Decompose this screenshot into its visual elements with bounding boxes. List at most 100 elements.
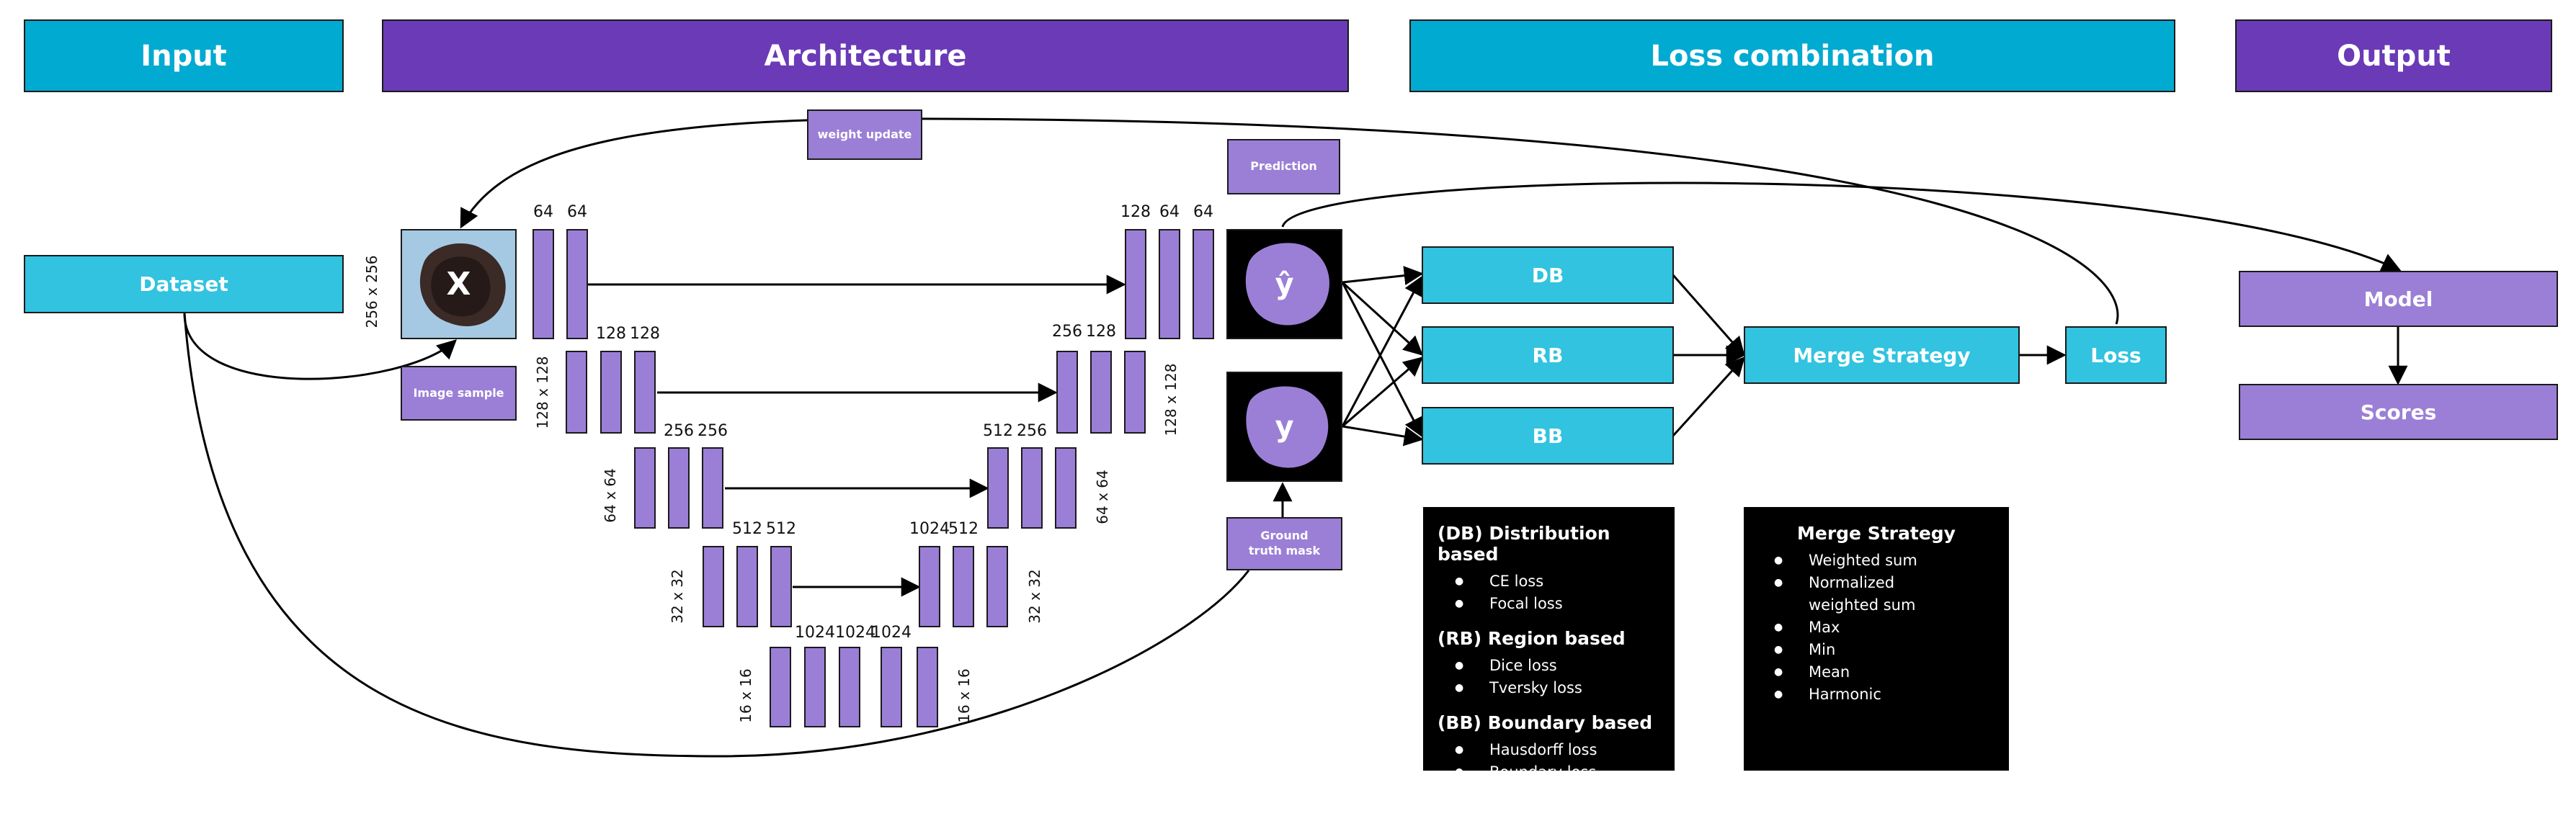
dec3-block-3 <box>1055 447 1077 529</box>
enc4-block-3 <box>770 546 792 627</box>
header-architecture-label: Architecture <box>764 39 967 73</box>
merge-legend-item: Min <box>1774 639 1995 661</box>
legend-rb-item: Dice loss <box>1455 655 1660 677</box>
dec1-ch-2: 64 <box>1159 203 1180 221</box>
dec3-size: 64 x 64 <box>1094 470 1111 524</box>
bottleneck-ch-3: 1024 <box>871 624 912 642</box>
merge-legend-item: Max <box>1774 617 1995 639</box>
dec2-ch-2: 128 <box>1086 323 1116 341</box>
y-to-rb <box>1342 357 1424 428</box>
dec4-ch-1: 1024 <box>909 520 950 538</box>
enc2-ch-1: 128 <box>596 325 626 343</box>
dec4-size: 32 x 32 <box>1026 569 1043 624</box>
image-sample-label: Image sample <box>413 385 504 400</box>
legend-rb-title: (RB) Region based <box>1438 628 1626 649</box>
dec2-block-2 <box>1090 351 1112 434</box>
dec3-block-1 <box>987 447 1009 529</box>
db-box: DB <box>1422 246 1674 304</box>
dec1-block-3 <box>1193 229 1214 339</box>
image-sample-thumbnail: X <box>401 229 517 339</box>
legend-bb-item: Boundary loss <box>1455 761 1660 784</box>
input-size-label: 256 x 256 <box>363 255 380 328</box>
dec3-block-2 <box>1021 447 1043 529</box>
yhat-to-bb <box>1341 282 1423 438</box>
enc3-block-2 <box>668 447 690 529</box>
bottleneck-block-5 <box>917 647 938 727</box>
enc2-block-3 <box>634 351 656 434</box>
enc4-block-2 <box>736 546 758 627</box>
dataset-to-mask-arrow <box>183 313 1250 758</box>
merge-legend-title: Merge Strategy <box>1797 523 1956 544</box>
model-box: Model <box>2239 271 2558 327</box>
image-sample-box: Image sample <box>401 366 517 421</box>
header-loss-label: Loss combination <box>1650 39 1935 73</box>
dec2-ch-1: 256 <box>1052 323 1082 341</box>
skin-lesion-image <box>402 230 515 338</box>
header-output: Output <box>2235 19 2552 92</box>
dec4-block-3 <box>986 546 1008 627</box>
enc4-ch-2: 512 <box>766 520 796 538</box>
weight-update-box: weight update <box>807 109 922 160</box>
bottleneck-ch-1: 1024 <box>795 624 835 642</box>
y-to-bb <box>1342 425 1424 447</box>
bb-label: BB <box>1532 423 1564 448</box>
legend-bb-title: (BB) Boundary based <box>1438 712 1653 733</box>
header-loss-combination: Loss combination <box>1409 19 2175 92</box>
bottleneck-block-2 <box>804 647 826 727</box>
enc1-block-1 <box>532 229 554 339</box>
dec4-block-1 <box>919 546 940 627</box>
enc4-size: 32 x 32 <box>669 569 686 624</box>
enc3-ch-1: 256 <box>664 422 694 440</box>
y-hat-symbol: ŷ <box>1275 267 1294 301</box>
legend-db-title: (DB) Distribution based <box>1438 523 1610 565</box>
ground-truth-shape <box>1246 386 1329 468</box>
enc4-block-1 <box>703 546 724 627</box>
enc3-size: 64 x 64 <box>602 468 619 523</box>
weight-update-arrow <box>460 117 2119 325</box>
bb-to-merge <box>1672 357 1745 437</box>
legend-db-item: CE loss <box>1455 570 1660 593</box>
db-to-merge <box>1672 274 1745 357</box>
dec1-block-1 <box>1125 229 1146 339</box>
dataset-to-image-arrow <box>183 313 457 380</box>
merge-strategy-legend: Merge Strategy Weighted sum Normalized w… <box>1744 507 2009 771</box>
dataset-label: Dataset <box>139 272 228 296</box>
enc1-block-2 <box>566 229 588 339</box>
merge-legend-item: Mean <box>1774 661 1995 683</box>
header-output-label: Output <box>2337 39 2451 73</box>
legend-rb-list: Dice loss Tversky loss <box>1438 655 1660 699</box>
dataset-box: Dataset <box>24 255 344 313</box>
bottleneck-block-3 <box>839 647 860 727</box>
merge-legend-item: Weighted sum <box>1774 550 1995 572</box>
model-label: Model <box>2363 287 2433 311</box>
enc2-ch-2: 128 <box>630 325 660 343</box>
legend-bb-item: Hausdorff loss <box>1455 739 1660 761</box>
dec4-block-2 <box>953 546 974 627</box>
enc1-ch-1: 64 <box>533 203 553 221</box>
ground-truth-mask-label: Ground truth mask <box>1248 529 1321 557</box>
merge-legend-list: Weighted sum Normalized weighted sum Max… <box>1758 550 1995 706</box>
rb-box: RB <box>1422 326 1674 384</box>
rb-label: RB <box>1532 343 1564 367</box>
dec1-ch-1: 128 <box>1120 203 1151 221</box>
dec3-ch-2: 256 <box>1017 422 1047 440</box>
scores-box: Scores <box>2239 384 2558 440</box>
loss-types-legend: (DB) Distribution based CE loss Focal lo… <box>1423 507 1675 784</box>
loss-box: Loss <box>2065 326 2167 384</box>
header-input-label: Input <box>141 39 227 73</box>
header-input: Input <box>24 19 344 92</box>
merge-legend-item: Harmonic <box>1774 683 1995 706</box>
prediction-mask-image: ŷ <box>1226 229 1342 339</box>
y-to-db <box>1341 275 1423 427</box>
legend-db-list: CE loss Focal loss <box>1438 570 1660 615</box>
prediction-to-model-arrow <box>1281 181 2402 272</box>
bottleneck-block-4 <box>881 647 902 727</box>
enc3-block-1 <box>634 447 656 529</box>
enc2-size: 128 x 128 <box>534 356 551 429</box>
dec2-block-1 <box>1056 351 1078 434</box>
enc3-ch-2: 256 <box>698 422 728 440</box>
enc3-block-3 <box>702 447 723 529</box>
y-symbol: y <box>1275 410 1294 444</box>
